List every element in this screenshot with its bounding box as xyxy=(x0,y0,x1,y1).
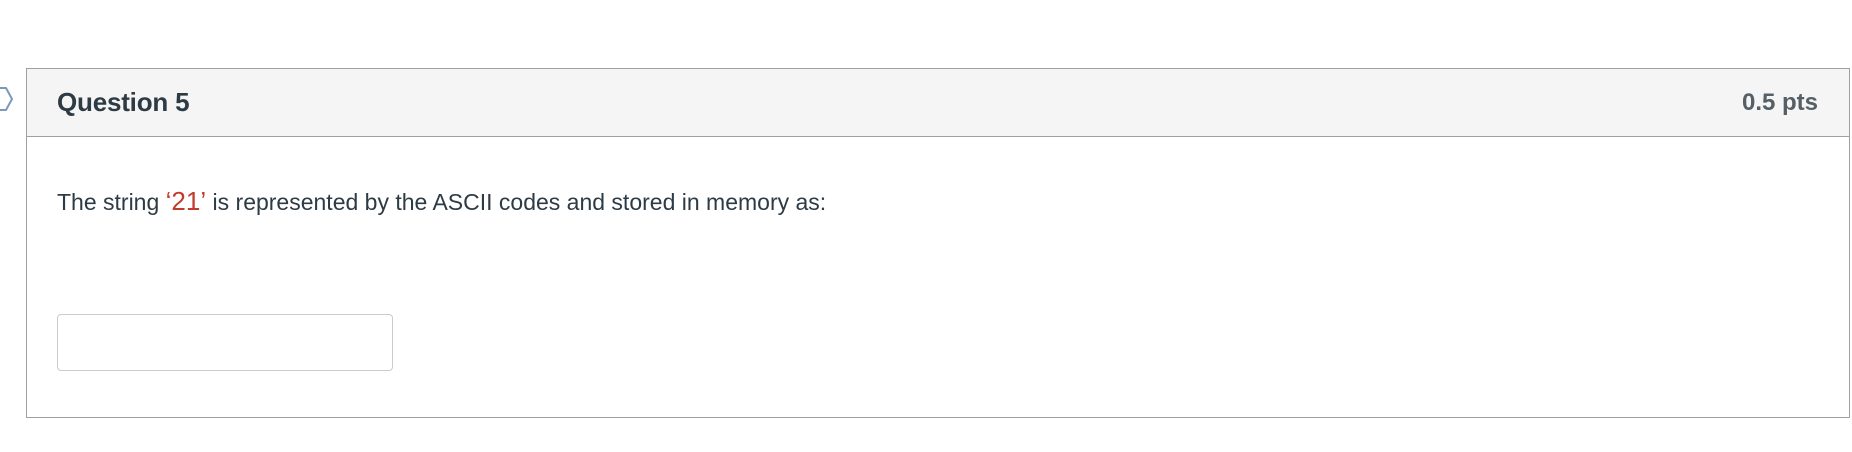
question-points: 0.5 pts xyxy=(1741,88,1818,116)
question-title: Question 5 xyxy=(57,87,190,117)
question-text-highlight: ‘21’ xyxy=(165,186,207,216)
question-header: Question 5 0.5 pts xyxy=(27,69,1849,137)
question-text-before: The string xyxy=(57,189,166,215)
answer-input[interactable] xyxy=(57,314,393,371)
bookmark-icon[interactable] xyxy=(0,84,14,114)
question-body: The string ‘21’ is represented by the AS… xyxy=(27,137,1849,218)
question-card: Question 5 0.5 pts The string ‘21’ is re… xyxy=(26,68,1850,418)
question-text: The string ‘21’ is represented by the AS… xyxy=(57,185,1819,218)
question-text-after: is represented by the ASCII codes and st… xyxy=(206,189,827,215)
